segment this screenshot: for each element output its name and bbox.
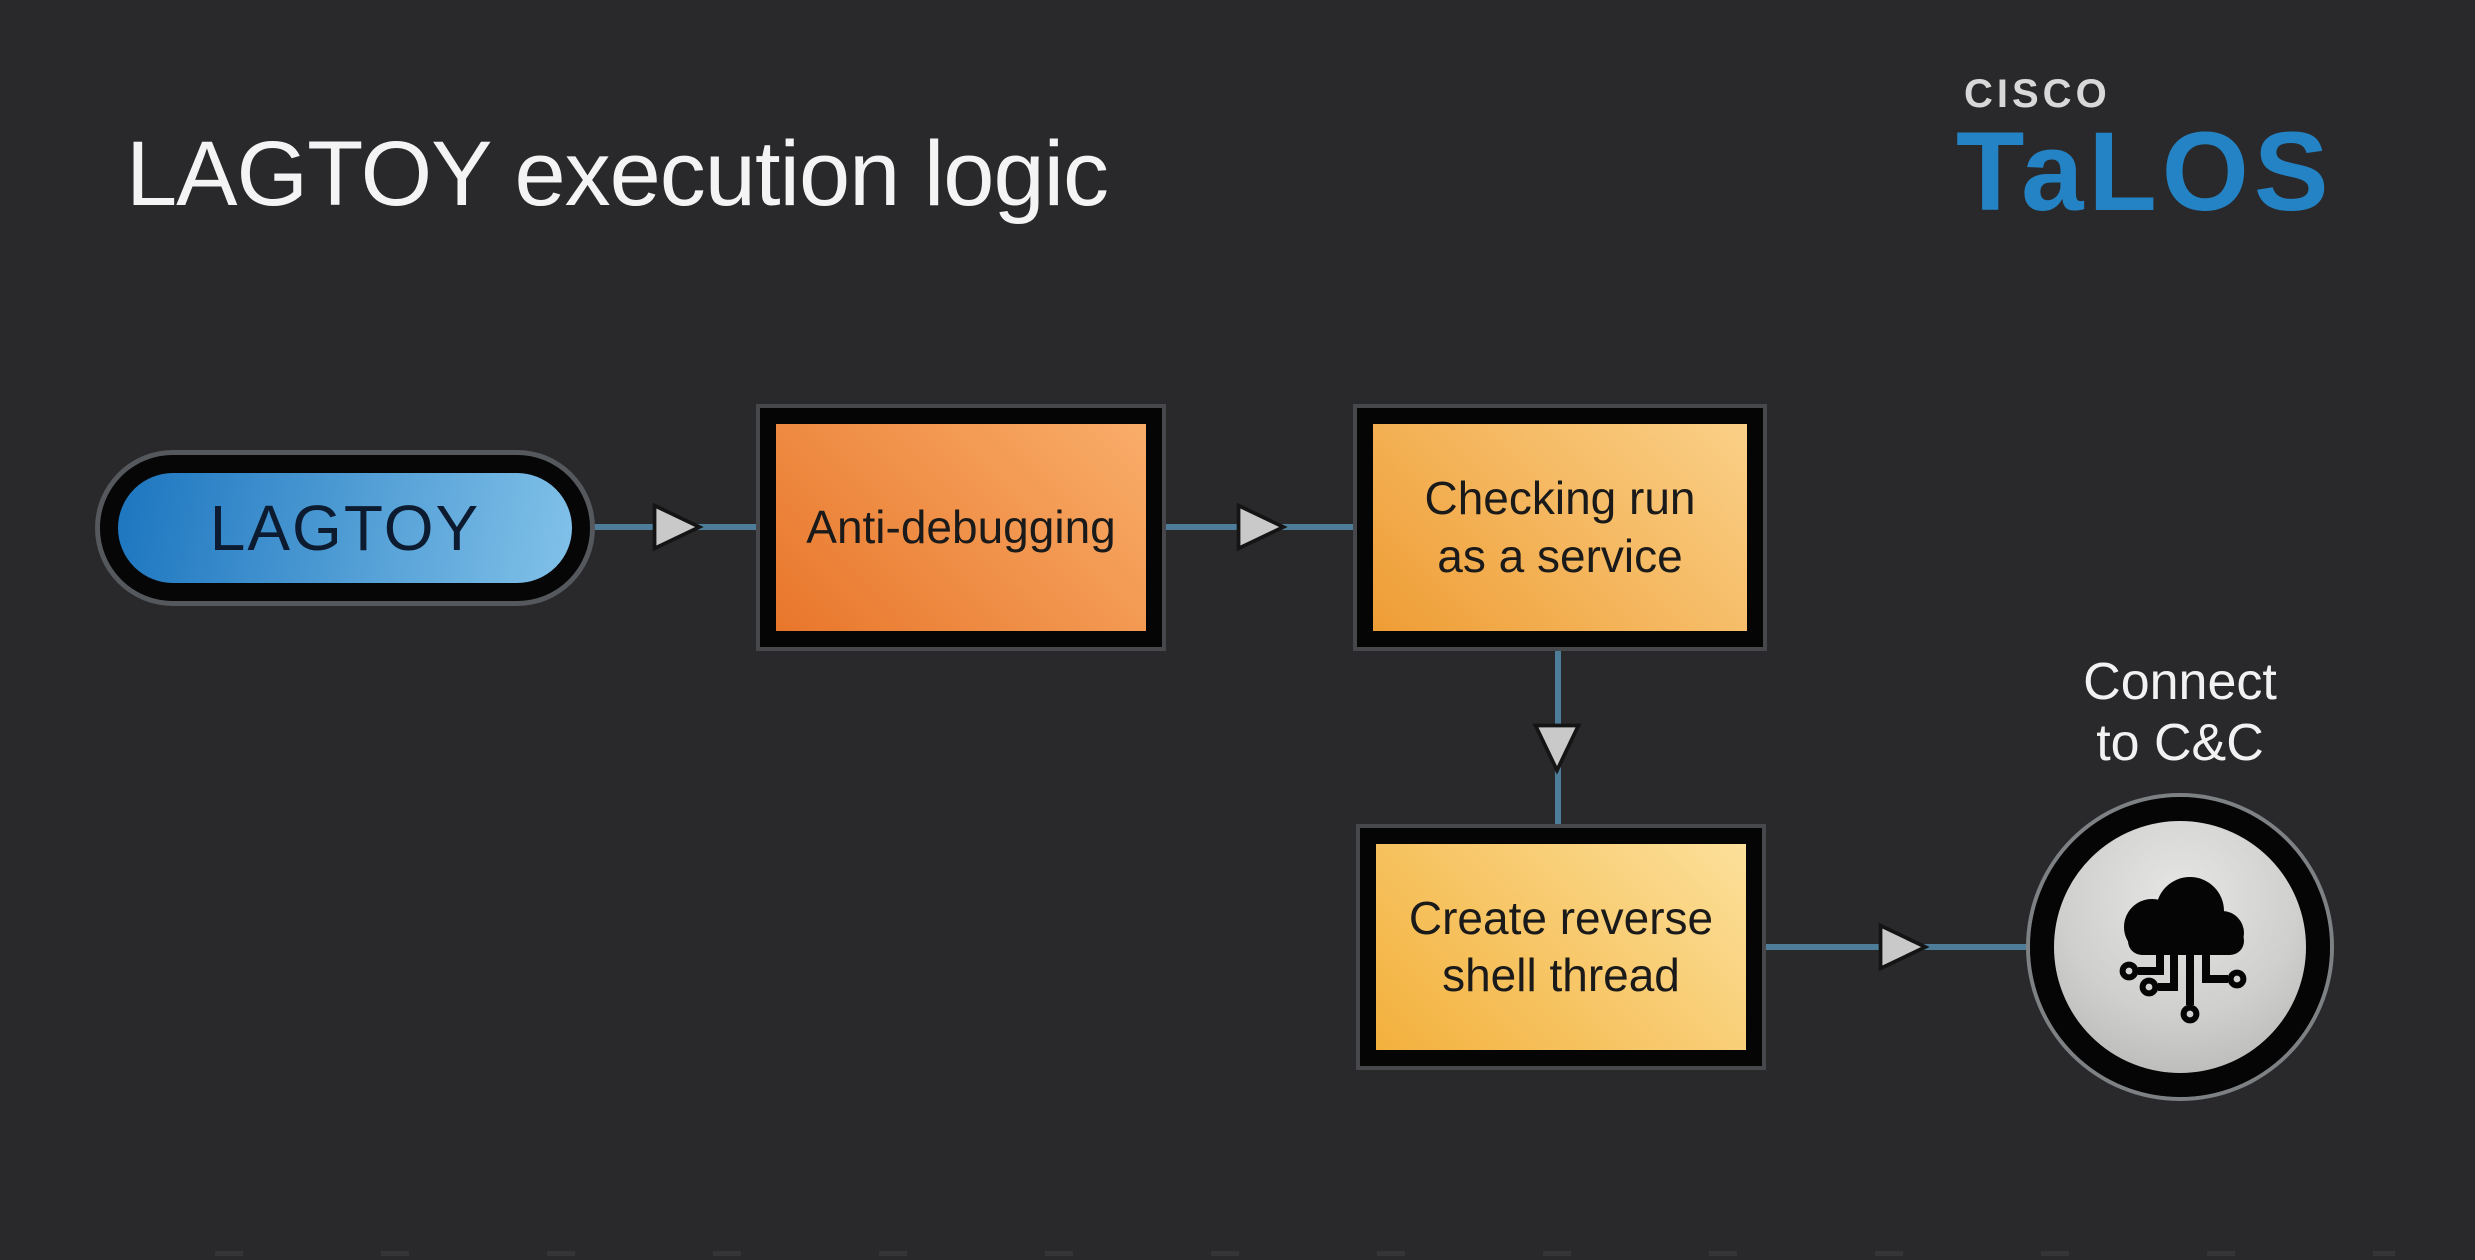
talos-wordmark: TaLOS — [1956, 109, 2334, 234]
node-reverse-shell-label-line1: Create reverse — [1408, 891, 1714, 944]
cisco-talos-logo: CISCO TaLOS — [1956, 72, 2356, 234]
node-checking-service: Checking run as a service — [1357, 408, 1763, 647]
node-anti-debugging: Anti-debugging — [760, 408, 1162, 647]
node-anti-debugging-label: Anti-debugging — [806, 500, 1116, 553]
arrowhead-down-icon — [1532, 723, 1582, 775]
node-reverse-shell: Create reverse shell thread — [1360, 828, 1762, 1066]
arrowhead-right-icon — [652, 502, 704, 552]
cisco-wordmark: CISCO — [1964, 72, 2111, 116]
node-cnc — [2030, 797, 2330, 1097]
cloud-circuit-icon — [2119, 877, 2247, 1024]
node-lagtoy-label: LAGTOY — [209, 492, 481, 564]
node-cnc-label: Connect to C&C — [2030, 652, 2330, 775]
node-checking-service-label-line1: Checking run — [1424, 472, 1696, 524]
node-cnc-label-line2: to C&C — [2096, 714, 2264, 773]
arrowhead-right-icon — [1878, 922, 1930, 972]
node-cnc-label-line1: Connect — [2083, 653, 2277, 711]
page-title: LAGTOY execution logic — [126, 123, 1109, 225]
node-lagtoy: LAGTOY — [100, 455, 590, 601]
node-reverse-shell-label-line2: shell thread — [1442, 949, 1680, 1001]
bottom-tick-marks — [215, 1251, 2395, 1256]
node-checking-service-label-line2: as a service — [1437, 529, 1683, 582]
arrowhead-right-icon — [1236, 502, 1288, 552]
